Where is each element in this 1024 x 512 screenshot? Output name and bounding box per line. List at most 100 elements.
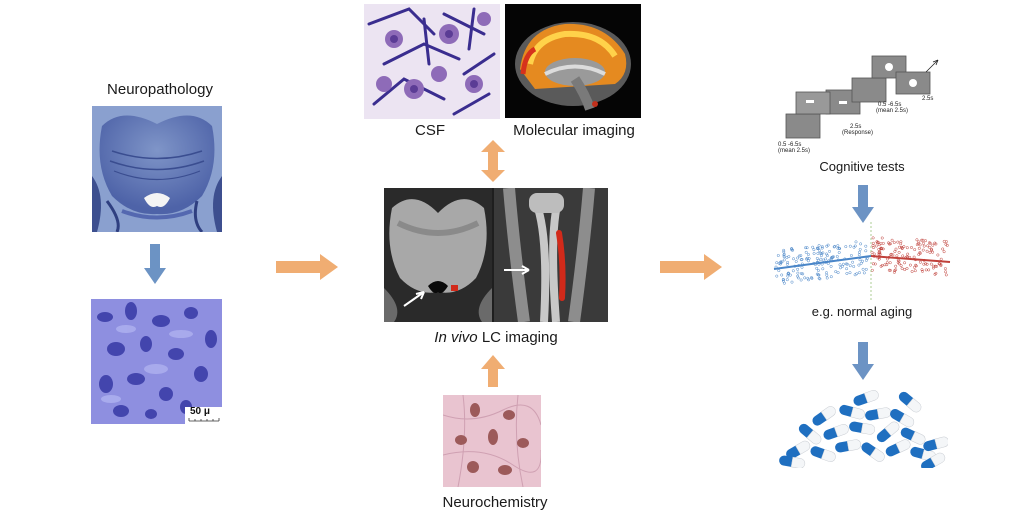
scatter-point-young — [811, 245, 815, 249]
scatter-point-old — [873, 262, 877, 266]
in-vivo-text: In vivo — [434, 329, 478, 346]
molecular-imaging-label: Molecular imaging — [513, 122, 635, 139]
nissl-stain-image: 50 μ — [91, 299, 222, 424]
scatter-point-old — [917, 246, 921, 250]
scatter-point-young — [804, 246, 808, 250]
scatter-point-young — [837, 251, 841, 254]
scatter-point-old — [943, 267, 947, 271]
scatter-point-old — [895, 254, 899, 258]
scatter-point-old — [903, 261, 907, 265]
scatter-point-young — [825, 273, 829, 277]
task-timing-3: 0.5 -6.5s — [878, 102, 901, 108]
scatter-point-old — [891, 253, 895, 257]
scatter-point-young — [821, 258, 825, 262]
scatter-point-old — [894, 247, 898, 251]
scatter-point-old — [896, 261, 900, 264]
csf-label: CSF — [415, 122, 445, 139]
scatter-point-young — [844, 262, 848, 266]
aging-scatter-plot — [772, 222, 952, 300]
scatter-point-old — [931, 266, 935, 270]
scatter-point-young — [806, 253, 810, 256]
scatter-point-young — [851, 260, 855, 264]
down-arrow-blue-right-2 — [852, 342, 874, 385]
scatter-point-young — [806, 259, 810, 263]
scatter-point-old — [931, 243, 935, 247]
scatter-point-old — [870, 268, 874, 272]
scatter-point-old — [914, 263, 918, 267]
scatter-point-old — [877, 257, 881, 261]
scatter-point-old — [883, 263, 887, 267]
scatter-point-young — [786, 271, 790, 275]
scatter-point-old — [899, 242, 903, 246]
task-timing-2b: (Response) — [842, 130, 873, 136]
scatter-point-old — [921, 238, 925, 242]
capsule — [812, 406, 836, 426]
scatter-point-old — [900, 267, 904, 270]
scatter-point-old — [921, 241, 925, 245]
down-arrow-blue-right-1 — [852, 185, 874, 228]
scatter-point-old — [941, 247, 945, 251]
scatter-point-old — [928, 241, 931, 245]
scatter-point-young — [817, 276, 821, 280]
capsule — [861, 442, 885, 462]
scatter-point-old — [879, 247, 883, 251]
scatter-point-old — [944, 242, 948, 246]
scatter-point-young — [824, 257, 828, 261]
scatter-point-old — [944, 240, 948, 244]
scatter-point-young — [818, 251, 822, 255]
capsule — [779, 455, 806, 469]
scatter-point-old — [875, 240, 879, 244]
capsule — [786, 440, 811, 459]
capsule — [876, 421, 900, 443]
scatter-point-young — [810, 276, 813, 280]
scatter-point-young — [857, 253, 861, 257]
scatter-point-young — [828, 249, 831, 253]
scatter-point-young — [819, 257, 823, 261]
scatter-point-young — [864, 249, 868, 253]
scatter-point-young — [862, 271, 866, 275]
scatter-point-young — [796, 276, 800, 280]
scatter-point-old — [942, 250, 946, 254]
scatter-point-young — [825, 276, 829, 280]
scatter-point-young — [861, 267, 865, 271]
scatter-point-old — [874, 244, 878, 248]
scatter-point-young — [820, 252, 824, 256]
scatter-point-young — [815, 266, 819, 270]
capsule — [853, 390, 879, 406]
scatter-point-young — [782, 258, 786, 262]
scatter-point-young — [857, 271, 861, 275]
scatter-point-old — [877, 251, 881, 255]
scatter-point-young — [859, 261, 863, 265]
scatter-point-old — [934, 271, 938, 275]
scatter-point-young — [845, 267, 849, 271]
scatter-point-young — [815, 256, 819, 260]
scatter-point-young — [820, 245, 824, 249]
scatter-point-old — [930, 248, 934, 252]
scatter-point-young — [864, 267, 868, 271]
scatter-point-young — [792, 257, 795, 261]
scatter-point-young — [849, 254, 853, 257]
scatter-point-young — [864, 258, 868, 262]
scatter-point-old — [922, 262, 926, 266]
down-arrow-blue — [144, 244, 166, 289]
scatter-point-young — [782, 255, 786, 259]
scatter-point-young — [839, 266, 842, 270]
capsule — [898, 391, 922, 413]
scatter-point-young — [796, 256, 800, 260]
scatter-point-young — [819, 254, 823, 258]
scatter-point-young — [816, 247, 819, 250]
scatter-point-old — [932, 264, 936, 268]
scatter-point-young — [791, 269, 795, 273]
scatter-point-old — [914, 264, 918, 268]
scatter-point-young — [841, 262, 845, 266]
scatter-point-old — [924, 268, 928, 272]
scatter-point-old — [927, 268, 931, 272]
scatter-point-old — [915, 238, 919, 242]
brainstem-section-image — [92, 106, 222, 232]
scatter-point-old — [910, 270, 914, 273]
task-timing-2: 2.5s — [850, 124, 861, 130]
scatter-point-young — [805, 256, 809, 260]
scatter-point-old — [944, 270, 948, 274]
scatter-point-young — [836, 271, 840, 275]
scatter-point-young — [803, 276, 807, 280]
